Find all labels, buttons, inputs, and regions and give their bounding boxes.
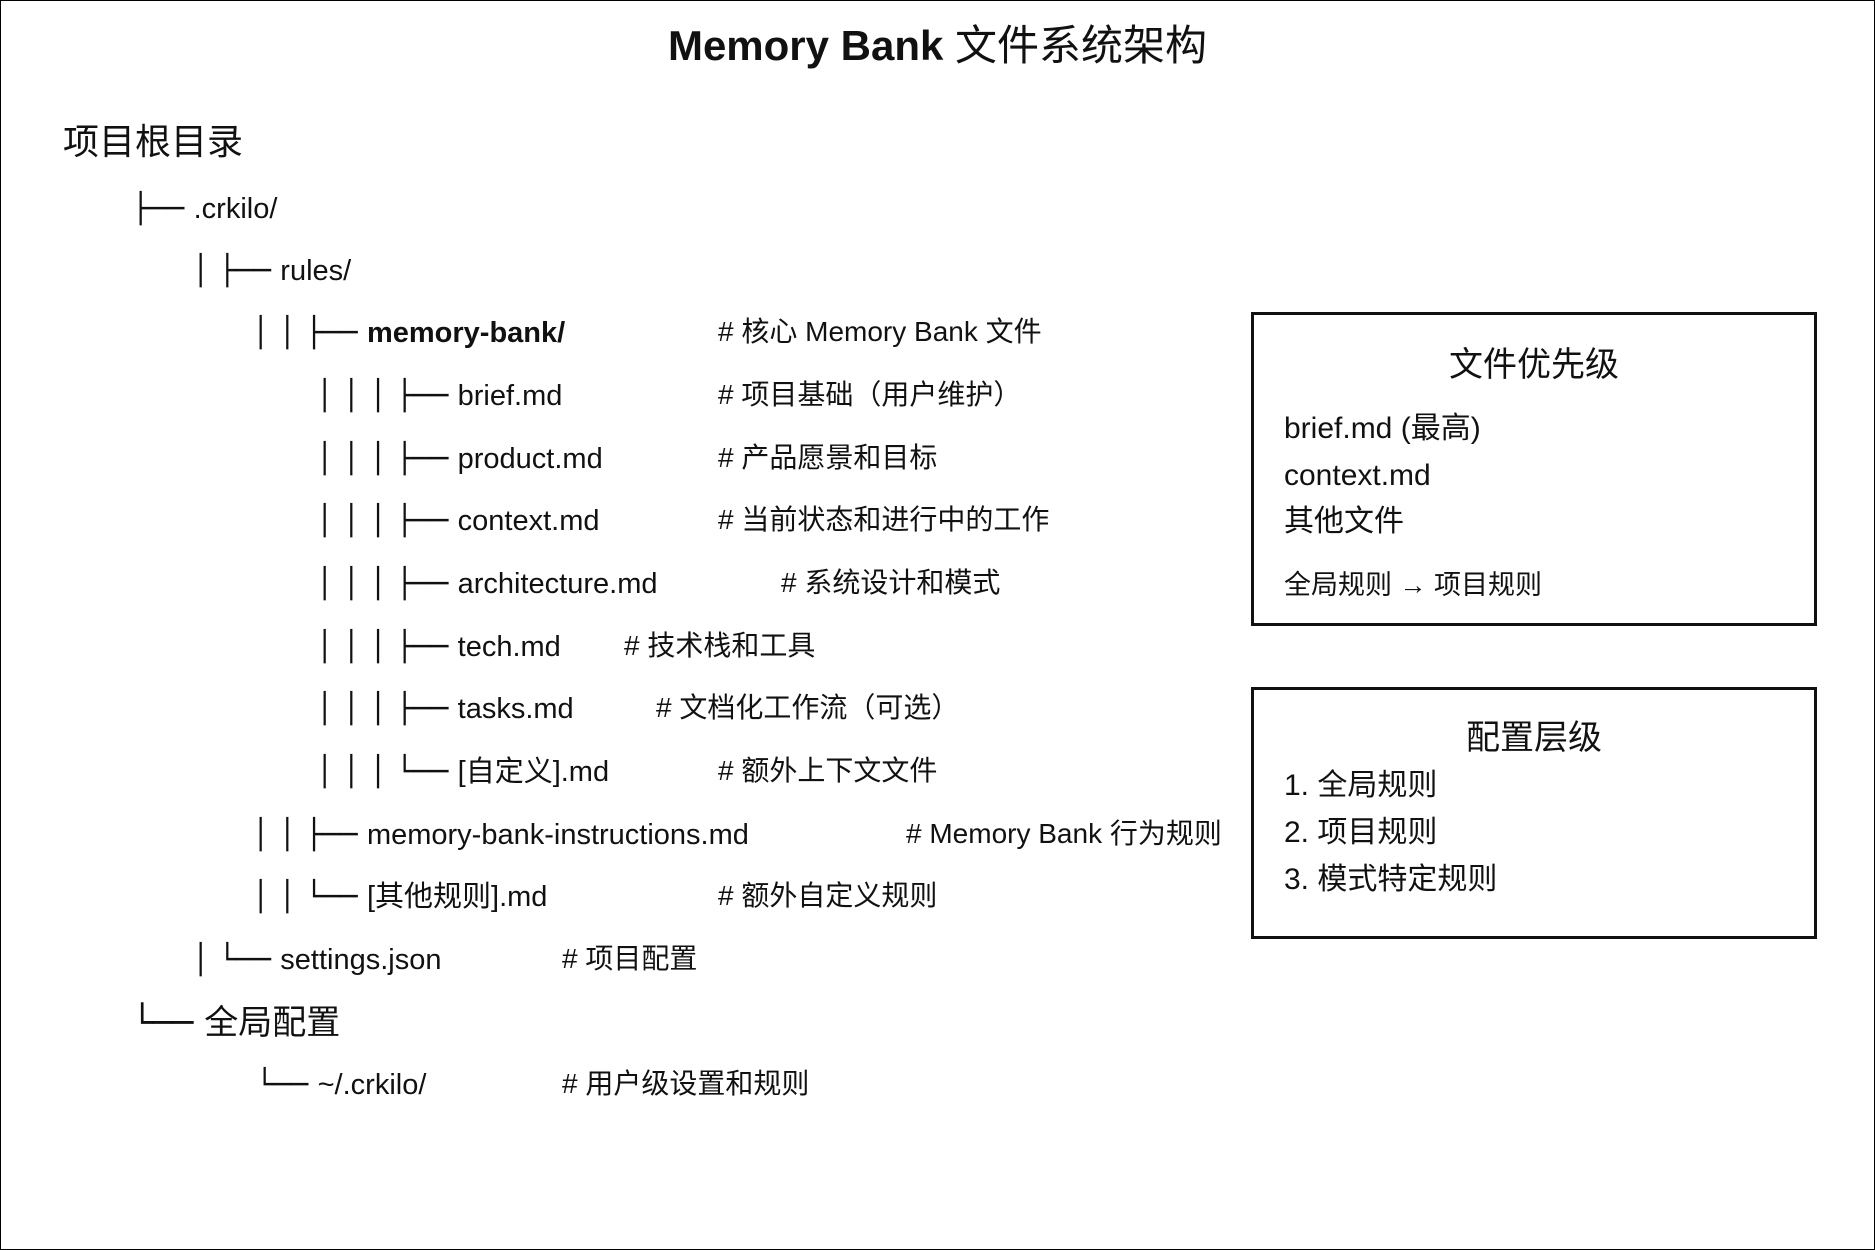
tree-comment-product: # 产品愿景和目标 bbox=[718, 442, 938, 473]
tree-connector: │ │ │ ├── bbox=[316, 566, 458, 600]
tree-connector: │ │ │ ├── bbox=[316, 629, 458, 663]
tree-connector: │ │ │ ├── bbox=[316, 691, 458, 725]
tree-row-memory-bank: │ │ ├── memory-bank/ bbox=[252, 313, 565, 352]
tree-comment-context: # 当前状态和进行中的工作 bbox=[718, 504, 1050, 535]
tree-row-product: │ │ │ ├── product.md bbox=[316, 439, 603, 478]
tree-connector: │ │ └── bbox=[252, 879, 367, 913]
priority-item: 其他文件 bbox=[1284, 505, 1404, 538]
tree-comment-brief: # 项目基础（用户维护） bbox=[718, 379, 1022, 410]
tree-connector: │ │ ├── bbox=[252, 315, 367, 349]
tree-node-name: rules/ bbox=[280, 255, 352, 287]
tree-row-custom: │ │ │ └── [自定义].md bbox=[316, 752, 609, 791]
tree-row-tech: │ │ │ ├── tech.md bbox=[316, 627, 561, 666]
tree-comment-other-rules: # 额外自定义规则 bbox=[718, 880, 938, 911]
tree-comment-settings: # 项目配置 bbox=[562, 943, 698, 974]
priority-item: brief.md (最高) bbox=[1284, 412, 1481, 445]
config-level-item: 1. 全局规则 bbox=[1284, 769, 1438, 802]
tree-row-rules: │ ├── rules/ bbox=[192, 251, 351, 290]
tree-node-name: settings.json bbox=[280, 944, 442, 976]
root-directory-label: 项目根目录 bbox=[63, 121, 244, 162]
tree-row-global-config: └── 全局配置 bbox=[132, 1002, 340, 1044]
tree-comment-tech: # 技术栈和工具 bbox=[624, 630, 816, 661]
tree-row-brief: │ │ │ ├── brief.md bbox=[316, 376, 562, 415]
title-bold-part: Memory Bank bbox=[667, 22, 944, 69]
tree-node-name: architecture.md bbox=[457, 568, 658, 600]
tree-row-other-rules: │ │ └── [其他规则].md bbox=[252, 877, 547, 916]
tree-comment-architecture: # 系统设计和模式 bbox=[781, 567, 1001, 598]
tree-connector: └── bbox=[132, 1003, 205, 1043]
config-level-item: 2. 项目规则 bbox=[1284, 816, 1438, 849]
tree-node-name: [自定义].md bbox=[457, 756, 610, 788]
tree-node-name: ~/.crkilo/ bbox=[317, 1069, 427, 1101]
tree-row-architecture: │ │ │ ├── architecture.md bbox=[316, 564, 658, 603]
tree-connector: └── bbox=[256, 1067, 318, 1101]
tree-row-context: │ │ │ ├── context.md bbox=[316, 501, 599, 540]
tree-comment-custom: # 额外上下文文件 bbox=[718, 755, 938, 786]
tree-connector: │ │ │ └── bbox=[316, 754, 458, 788]
config-level-item: 3. 模式特定规则 bbox=[1284, 863, 1498, 896]
tree-row-memory-bank-instructions: │ │ ├── memory-bank-instructions.md bbox=[252, 815, 749, 854]
file-priority-box: 文件优先级 brief.md (最高) context.md 其他文件 全局规则… bbox=[1251, 312, 1817, 626]
config-levels-title: 配置层级 bbox=[1466, 719, 1602, 757]
tree-row-user-crkilo: └── ~/.crkilo/ bbox=[256, 1065, 426, 1104]
tree-node-name: tech.md bbox=[457, 631, 561, 663]
tree-connector: │ ├── bbox=[192, 253, 281, 287]
tree-row-tasks: │ │ │ ├── tasks.md bbox=[316, 689, 574, 728]
tree-node-name: product.md bbox=[457, 443, 603, 475]
tree-node-name: memory-bank-instructions.md bbox=[366, 819, 749, 851]
tree-connector: │ │ │ ├── bbox=[316, 378, 458, 412]
tree-node-name: memory-bank/ bbox=[366, 317, 566, 349]
tree-row-crkilo: ├── .crkilo/ bbox=[132, 189, 277, 228]
tree-node-name: [其他规则].md bbox=[366, 881, 548, 913]
tree-connector: │ │ │ ├── bbox=[316, 441, 458, 475]
tree-comment-tasks: # 文档化工作流（可选） bbox=[656, 692, 960, 723]
tree-connector: │ │ ├── bbox=[252, 817, 367, 851]
tree-connector: ├── bbox=[132, 191, 194, 225]
tree-connector: │ └── bbox=[192, 942, 281, 976]
priority-item: context.md bbox=[1284, 459, 1431, 492]
tree-node-name: 全局配置 bbox=[204, 1004, 341, 1042]
config-levels-box: 配置层级 1. 全局规则 2. 项目规则 3. 模式特定规则 bbox=[1251, 687, 1817, 939]
tree-comment-user-crkilo: # 用户级设置和规则 bbox=[562, 1068, 810, 1099]
title-rest-part: 文件系统架构 bbox=[943, 22, 1208, 69]
tree-connector: │ │ │ ├── bbox=[316, 503, 458, 537]
tree-row-settings: │ └── settings.json bbox=[192, 940, 441, 979]
tree-node-name: .crkilo/ bbox=[193, 193, 278, 225]
diagram-title: Memory Bank 文件系统架构 bbox=[0, 18, 1875, 74]
tree-node-name: brief.md bbox=[457, 380, 563, 412]
tree-comment-memory-bank-instructions: # Memory Bank 行为规则 bbox=[906, 818, 1222, 849]
tree-node-name: context.md bbox=[457, 505, 600, 537]
tree-comment-memory-bank: # 核心 Memory Bank 文件 bbox=[718, 316, 1042, 347]
file-priority-title: 文件优先级 bbox=[1449, 346, 1619, 384]
priority-note: 全局规则 → 项目规则 bbox=[1284, 570, 1543, 600]
tree-node-name: tasks.md bbox=[457, 693, 574, 725]
